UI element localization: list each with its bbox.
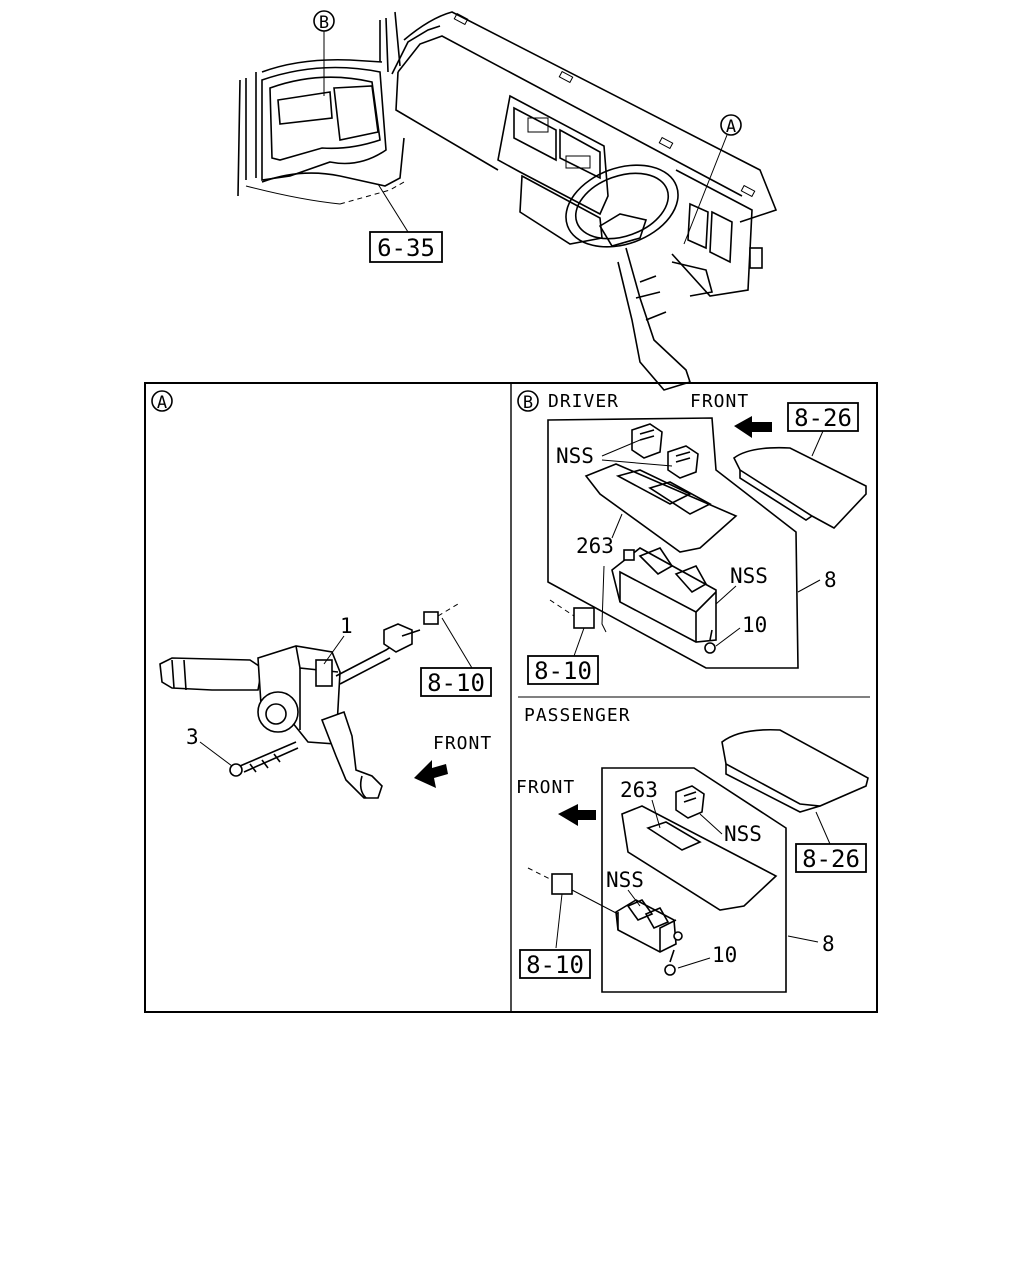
passenger-switch-assembly [527, 767, 787, 993]
passenger-trim-panel [721, 728, 869, 813]
combination-switch-drawing [159, 603, 459, 799]
passenger-title: PASSENGER [524, 705, 631, 726]
passenger-front-label: FRONT [516, 777, 575, 798]
panel-a-front-arrow [414, 760, 448, 788]
ref-8-26-passenger-leader [815, 811, 831, 845]
panel-a-front-label: FRONT [433, 733, 492, 754]
driver-part-8-label: 8 [824, 568, 837, 592]
driver-part-8-leader [797, 579, 821, 593]
ref-6-35-box [369, 231, 443, 263]
driver-trim-panel [732, 446, 867, 529]
callout-b-letter: B [319, 13, 329, 33]
passenger-part-8-leader [787, 935, 819, 943]
part-1-label: 1 [340, 614, 353, 638]
ref-8-10-a-label: 8-10 [427, 669, 485, 697]
driver-nss-right-leader [715, 585, 737, 605]
part-3-leader [199, 741, 233, 767]
panel-a-tag: A [157, 393, 167, 413]
ref-6-35-leader [377, 183, 409, 233]
ref-8-10-a-leader [441, 617, 473, 669]
ref-8-10-passenger-label: 8-10 [526, 951, 584, 979]
ref-6-35-label: 6-35 [377, 234, 435, 262]
ref-8-26-driver-box [787, 402, 859, 432]
driver-nss-top-leader [601, 439, 673, 467]
ref-8-10-a-box [420, 667, 492, 697]
part-3-label: 3 [186, 725, 199, 749]
panel-b-tag: B [523, 393, 533, 413]
ref-8-26-passenger-label: 8-26 [802, 845, 860, 873]
part-1-leader [323, 635, 345, 665]
passenger-part-263-label: 263 [620, 778, 658, 802]
passenger-part-10-leader [677, 957, 711, 969]
panel-b-tag-circle [517, 390, 539, 412]
cab-overview-drawing [237, 11, 778, 391]
driver-part-263-leader [611, 513, 623, 539]
passenger-part-8-label: 8 [822, 932, 835, 956]
panel-b-title: DRIVER [548, 391, 619, 412]
passenger-part-263-leader [651, 799, 661, 829]
ref-8-26-driver-label: 8-26 [794, 404, 852, 432]
passenger-nss-left-label: NSS [606, 868, 644, 892]
ref-8-10-passenger-box [519, 949, 591, 979]
driver-switch-assembly [547, 417, 799, 669]
ref-8-10-driver-label: 8-10 [534, 657, 592, 685]
callout-b-leader [313, 10, 335, 96]
passenger-nss-right-label: NSS [724, 822, 762, 846]
passenger-front-arrow [558, 804, 596, 826]
driver-part-10-leader [715, 627, 741, 647]
ref-8-10-driver-leader [573, 627, 585, 657]
driver-nss-top-label: NSS [556, 444, 594, 468]
ref-8-10-driver-box [527, 655, 599, 685]
passenger-part-10-label: 10 [712, 943, 737, 967]
panel-a-tag-circle [151, 390, 173, 412]
driver-part-263-label: 263 [576, 534, 614, 558]
passenger-nss-left-leader [627, 889, 641, 907]
callout-a-leader [683, 114, 742, 245]
driver-part-10-label: 10 [742, 613, 767, 637]
ref-8-26-passenger-box [795, 843, 867, 873]
panel-b-front-label: FRONT [690, 391, 749, 412]
passenger-nss-right-leader [699, 813, 723, 835]
ref-8-10-passenger-leader [555, 893, 563, 949]
driver-nss-right-label: NSS [730, 564, 768, 588]
callout-a-letter: A [726, 117, 736, 137]
panel-b-front-arrow [734, 416, 772, 438]
ref-8-26-driver-leader [811, 430, 824, 457]
